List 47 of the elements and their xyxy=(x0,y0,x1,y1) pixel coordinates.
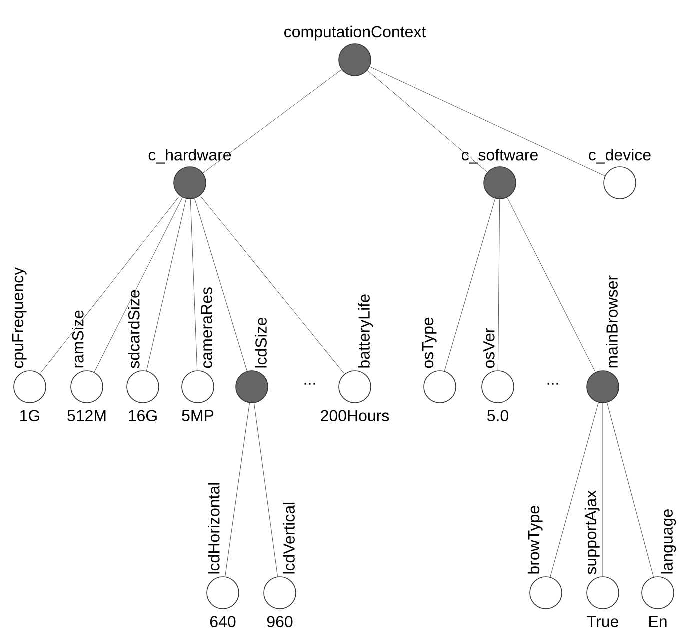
node-label: osVer xyxy=(484,328,495,368)
connector-line xyxy=(190,199,198,371)
connector-line xyxy=(602,403,604,577)
ellipsis-label: ... xyxy=(548,383,558,385)
connector-line xyxy=(254,403,278,577)
node-label: cpuFrequency xyxy=(12,267,27,368)
node-label: language xyxy=(661,510,676,574)
node-label: lcdVertical xyxy=(283,502,295,574)
connector-line xyxy=(94,197,183,373)
value-label: 512M xyxy=(68,410,106,422)
value-label: 640 xyxy=(210,616,236,628)
node-label: lcdSize xyxy=(255,318,267,368)
value-label: 16G xyxy=(129,410,157,422)
node-label: batteryLife xyxy=(358,294,374,368)
node-label: sdcardSize xyxy=(128,290,140,368)
ellipsis-label: ... xyxy=(304,383,316,385)
value-label: True xyxy=(587,616,618,628)
value-label: 5MP xyxy=(182,410,214,422)
value-label: 200Hours xyxy=(321,410,390,422)
node-label: c_device xyxy=(589,149,651,164)
connector-line xyxy=(194,198,248,372)
connector-line xyxy=(200,196,345,374)
node-label: c_software xyxy=(462,149,538,164)
node-label: browType xyxy=(528,506,543,574)
connector-line xyxy=(225,403,250,577)
node-label: lcdHorizontal xyxy=(208,483,220,574)
connector-line xyxy=(607,402,654,578)
node-label: cameraRes xyxy=(201,288,212,368)
connector-line xyxy=(367,70,488,173)
node-label: supportAjax xyxy=(584,490,600,574)
connector-line xyxy=(550,402,599,578)
node-label: ramSize xyxy=(72,310,84,368)
value-label: 960 xyxy=(267,616,293,628)
connector-line xyxy=(370,66,606,176)
value-label: 1G xyxy=(20,410,40,422)
node-label: computationContext xyxy=(284,26,426,41)
node-label: c_hardware xyxy=(148,149,232,164)
connector-line xyxy=(202,70,342,174)
connector-line xyxy=(498,199,500,371)
value-label: 5.0 xyxy=(488,410,508,422)
value-label: En xyxy=(650,616,667,628)
connector-line xyxy=(444,198,496,372)
connector-line xyxy=(146,198,187,372)
connector-line xyxy=(40,196,180,374)
node-label: osType xyxy=(422,318,437,368)
connector-line xyxy=(507,197,596,373)
node-label: mainBrowser xyxy=(606,276,618,368)
